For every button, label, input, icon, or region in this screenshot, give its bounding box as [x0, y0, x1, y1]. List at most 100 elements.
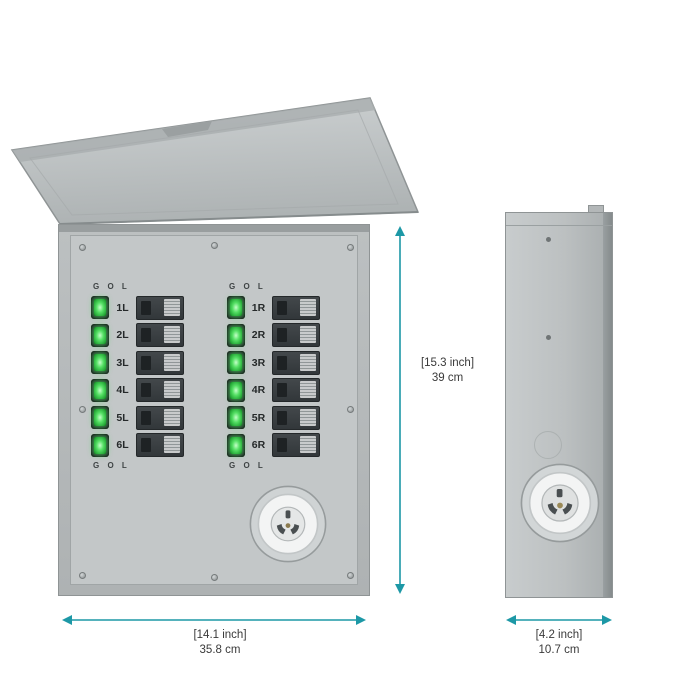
status-led-icon: [91, 433, 109, 457]
breaker-rows-right: 1R 2R 3R 4R: [227, 295, 327, 458]
circuit-breaker: [272, 295, 320, 320]
hinge-strip: [59, 225, 369, 232]
breaker-row: 6L: [91, 433, 191, 458]
breaker-row: 4L: [91, 378, 191, 403]
height-inch: [15.3 inch]: [420, 357, 475, 369]
side-view-cabinet: [505, 205, 613, 598]
circuit-label: 6L: [116, 439, 129, 452]
circuit-breaker: [136, 378, 184, 403]
gol-label: G O L: [93, 282, 130, 291]
circuit-label: 4R: [251, 384, 266, 397]
breaker-sticker-icon: [300, 353, 316, 371]
width-inch: [14.1 inch]: [193, 629, 247, 641]
breaker-row: 5R: [227, 405, 327, 430]
circuit-breaker: [272, 323, 320, 348]
circuit-label: 3L: [116, 356, 129, 369]
screw-icon: [79, 406, 86, 413]
circuit-label: 1L: [116, 301, 129, 314]
power-inlet-icon: [519, 462, 601, 544]
breaker-sticker-icon: [164, 353, 180, 371]
breaker-sticker-icon: [164, 381, 180, 399]
circuit-breaker: [136, 323, 184, 348]
circuit-breaker: [272, 350, 320, 375]
breaker-rows-left: 1L 2L 3L 4L: [91, 295, 191, 458]
breaker-row: 4R: [227, 378, 327, 403]
breaker-sticker-icon: [300, 408, 316, 426]
breaker-row: 1R: [227, 295, 327, 320]
open-lid: [10, 97, 420, 225]
breaker-sticker-icon: [300, 298, 316, 316]
breaker-row: 3R: [227, 350, 327, 375]
mounting-hole-icon: [546, 237, 551, 242]
screw-icon: [211, 242, 218, 249]
lid-handle-notch-icon: [162, 121, 212, 137]
front-panel: G O L 1L 2L 3L: [70, 235, 358, 585]
status-led-icon: [227, 323, 245, 347]
screw-icon: [79, 572, 86, 579]
circuit-breaker: [272, 433, 320, 458]
screw-icon: [347, 406, 354, 413]
breaker-row: 2R: [227, 323, 327, 348]
circuit-breaker: [136, 295, 184, 320]
lid-edge-tab: [588, 205, 604, 213]
circuit-breaker: [272, 378, 320, 403]
height-dimension-label: [15.3 inch] 39 cm: [400, 356, 495, 386]
status-led-icon: [227, 378, 245, 402]
breaker-row: 1L: [91, 295, 191, 320]
breaker-row: 5L: [91, 405, 191, 430]
side-back-edge: [603, 213, 612, 597]
gol-label: G O L: [93, 461, 130, 470]
breaker-sticker-icon: [164, 298, 180, 316]
height-dimension-arrow-icon: [395, 226, 405, 594]
depth-dimension-label: [4.2 inch] 10.7 cm: [499, 628, 619, 658]
breaker-sticker-icon: [164, 408, 180, 426]
width-dimension-arrow-icon: [62, 615, 366, 625]
status-led-icon: [227, 406, 245, 430]
status-led-icon: [91, 351, 109, 375]
breaker-group-right: G O L 1R 2R 3R: [227, 282, 327, 471]
status-led-icon: [91, 406, 109, 430]
circuit-label: 5L: [116, 411, 129, 424]
power-inlet-icon: [248, 484, 328, 564]
status-led-icon: [227, 433, 245, 457]
circuit-label: 4L: [116, 384, 129, 397]
width-cm: 35.8 cm: [199, 644, 241, 656]
circuit-label: 1R: [251, 301, 266, 314]
circuit-breaker: [136, 433, 184, 458]
circuit-label: 3R: [251, 356, 266, 369]
circuit-breaker: [272, 405, 320, 430]
depth-cm: 10.7 cm: [538, 644, 580, 656]
depth-dimension-arrow-icon: [506, 615, 612, 625]
breaker-sticker-icon: [164, 326, 180, 344]
width-dimension-label: [14.1 inch] 35.8 cm: [140, 628, 300, 658]
mounting-hole-icon: [546, 335, 551, 340]
circuit-label: 6R: [251, 439, 266, 452]
breaker-sticker-icon: [300, 436, 316, 454]
breaker-row: 2L: [91, 323, 191, 348]
status-led-icon: [91, 323, 109, 347]
breaker-sticker-icon: [164, 436, 180, 454]
screw-icon: [79, 244, 86, 251]
status-led-icon: [91, 378, 109, 402]
circuit-label: 2L: [116, 329, 129, 342]
depth-inch: [4.2 inch]: [535, 629, 583, 641]
status-led-icon: [91, 296, 109, 319]
breaker-row: 3L: [91, 350, 191, 375]
knockout-circle-icon: [534, 431, 562, 459]
status-led-icon: [227, 351, 245, 375]
lid-seam: [506, 225, 612, 226]
status-led-icon: [227, 296, 245, 319]
screw-icon: [347, 244, 354, 251]
circuit-label: 2R: [251, 329, 266, 342]
circuit-breaker: [136, 405, 184, 430]
circuit-label: 5R: [251, 411, 266, 424]
circuit-breaker: [136, 350, 184, 375]
front-view-cabinet: G O L 1L 2L 3L: [58, 224, 370, 596]
breaker-sticker-icon: [300, 326, 316, 344]
screw-icon: [211, 574, 218, 581]
screw-icon: [347, 572, 354, 579]
gol-label: G O L: [229, 282, 266, 291]
breaker-sticker-icon: [300, 381, 316, 399]
gol-label: G O L: [229, 461, 266, 470]
